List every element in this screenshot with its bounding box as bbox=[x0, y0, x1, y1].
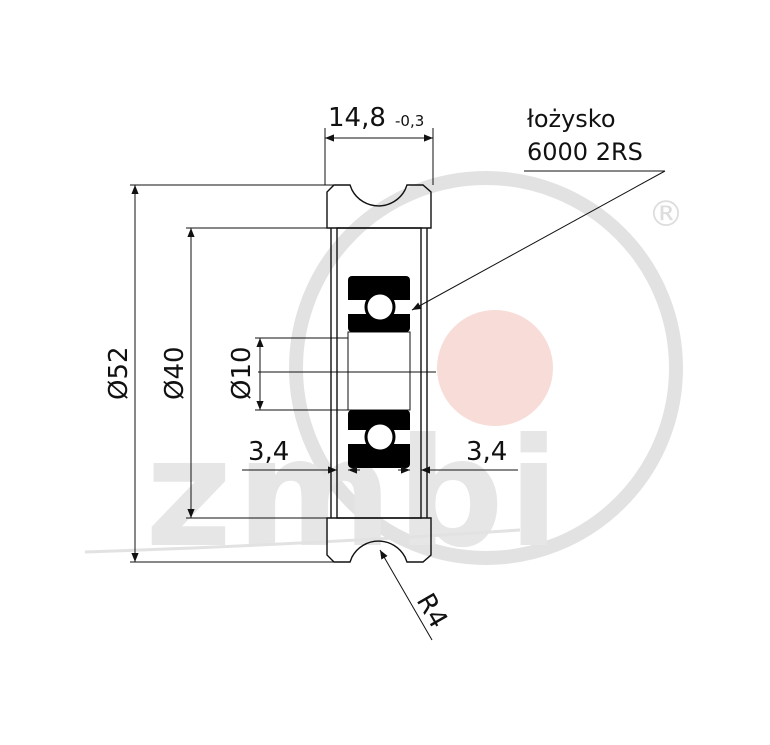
width-value: 14,8 bbox=[328, 103, 386, 133]
bearing-bottom bbox=[348, 410, 410, 468]
groove-radius-label: R4 bbox=[410, 589, 453, 634]
bearing-note-line1: łożysko bbox=[527, 105, 616, 133]
dimension-width: 14,8 -0,3 bbox=[324, 103, 434, 185]
bore-diameter-label: Ø10 bbox=[227, 346, 257, 400]
watermark-ring bbox=[289, 171, 683, 565]
wheel-top-rim bbox=[326, 184, 432, 229]
right-offset-label: 3,4 bbox=[466, 437, 507, 467]
width-tolerance: -0,3 bbox=[395, 112, 424, 130]
dimension-outer-diameter: Ø52 bbox=[104, 184, 334, 563]
watermark-dot bbox=[437, 310, 553, 426]
registered-mark: ® bbox=[648, 194, 684, 235]
dimension-bore-diameter: Ø10 bbox=[227, 337, 348, 411]
bearing-top bbox=[348, 276, 410, 332]
wheel-section bbox=[258, 184, 436, 563]
dimension-right-offset: 3,4 bbox=[398, 437, 518, 478]
inner-diameter-label: Ø40 bbox=[160, 346, 190, 400]
bearing-note-line2: 6000 2RS bbox=[527, 138, 643, 166]
left-offset-label: 3,4 bbox=[248, 437, 289, 467]
outer-diameter-label: Ø52 bbox=[104, 346, 134, 400]
bore bbox=[347, 331, 411, 411]
dimension-inner-diameter: Ø40 bbox=[160, 227, 337, 519]
bearing-callout: łożysko 6000 2RS bbox=[411, 105, 666, 311]
dimension-left-offset: 3,4 bbox=[242, 437, 360, 478]
watermark-swoosh bbox=[84, 528, 521, 554]
wheel-bottom-rim bbox=[326, 517, 432, 563]
